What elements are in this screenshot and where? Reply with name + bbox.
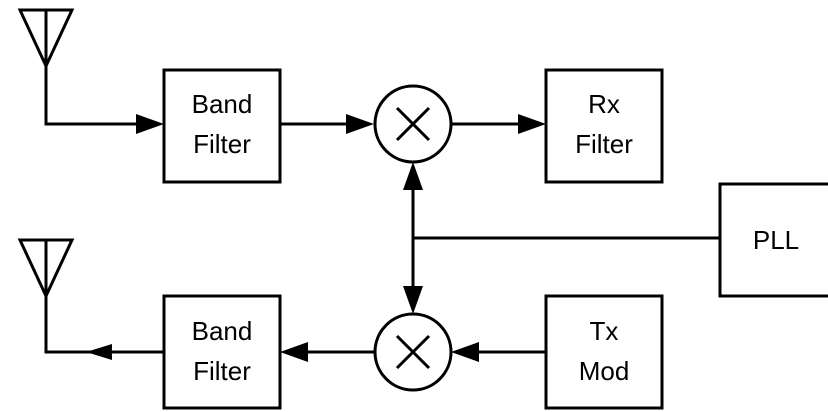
rx-filter-line1: Rx <box>588 89 620 119</box>
tx-band-filter-block: Band Filter <box>162 294 282 410</box>
tx-mixer-icon <box>373 312 453 392</box>
tx-mixer-to-filter-wire <box>280 342 375 362</box>
tx-mod-block: Tx Mod <box>544 294 664 410</box>
rx-filter-block: Rx Filter <box>544 68 664 184</box>
tx-mod-line1: Tx <box>590 316 619 346</box>
rx-band-filter-block: Band Filter <box>162 68 282 184</box>
rx-antenna-icon <box>17 8 75 70</box>
rx-band-filter-line1: Band <box>192 89 253 119</box>
pll-block: PLL <box>718 182 828 298</box>
rx-filter-line2: Filter <box>575 129 633 159</box>
rx-mixer-to-rx-filter-wire <box>451 114 546 134</box>
rx-antenna-to-filter-wire <box>44 66 164 134</box>
tx-band-filter-line2: Filter <box>193 356 251 386</box>
pll-label: PLL <box>753 225 799 255</box>
rx-band-filter-line2: Filter <box>193 129 251 159</box>
tx-mod-to-mixer-wire <box>451 342 546 362</box>
tx-band-filter-line1: Band <box>192 316 253 346</box>
tx-filter-to-antenna-wire <box>44 296 164 360</box>
rx-mixer-icon <box>373 84 453 164</box>
tx-antenna-icon <box>17 238 75 300</box>
rx-filter-to-mixer-wire <box>280 114 374 134</box>
tx-mod-line2: Mod <box>579 356 630 386</box>
pll-lo-wire <box>403 162 720 314</box>
